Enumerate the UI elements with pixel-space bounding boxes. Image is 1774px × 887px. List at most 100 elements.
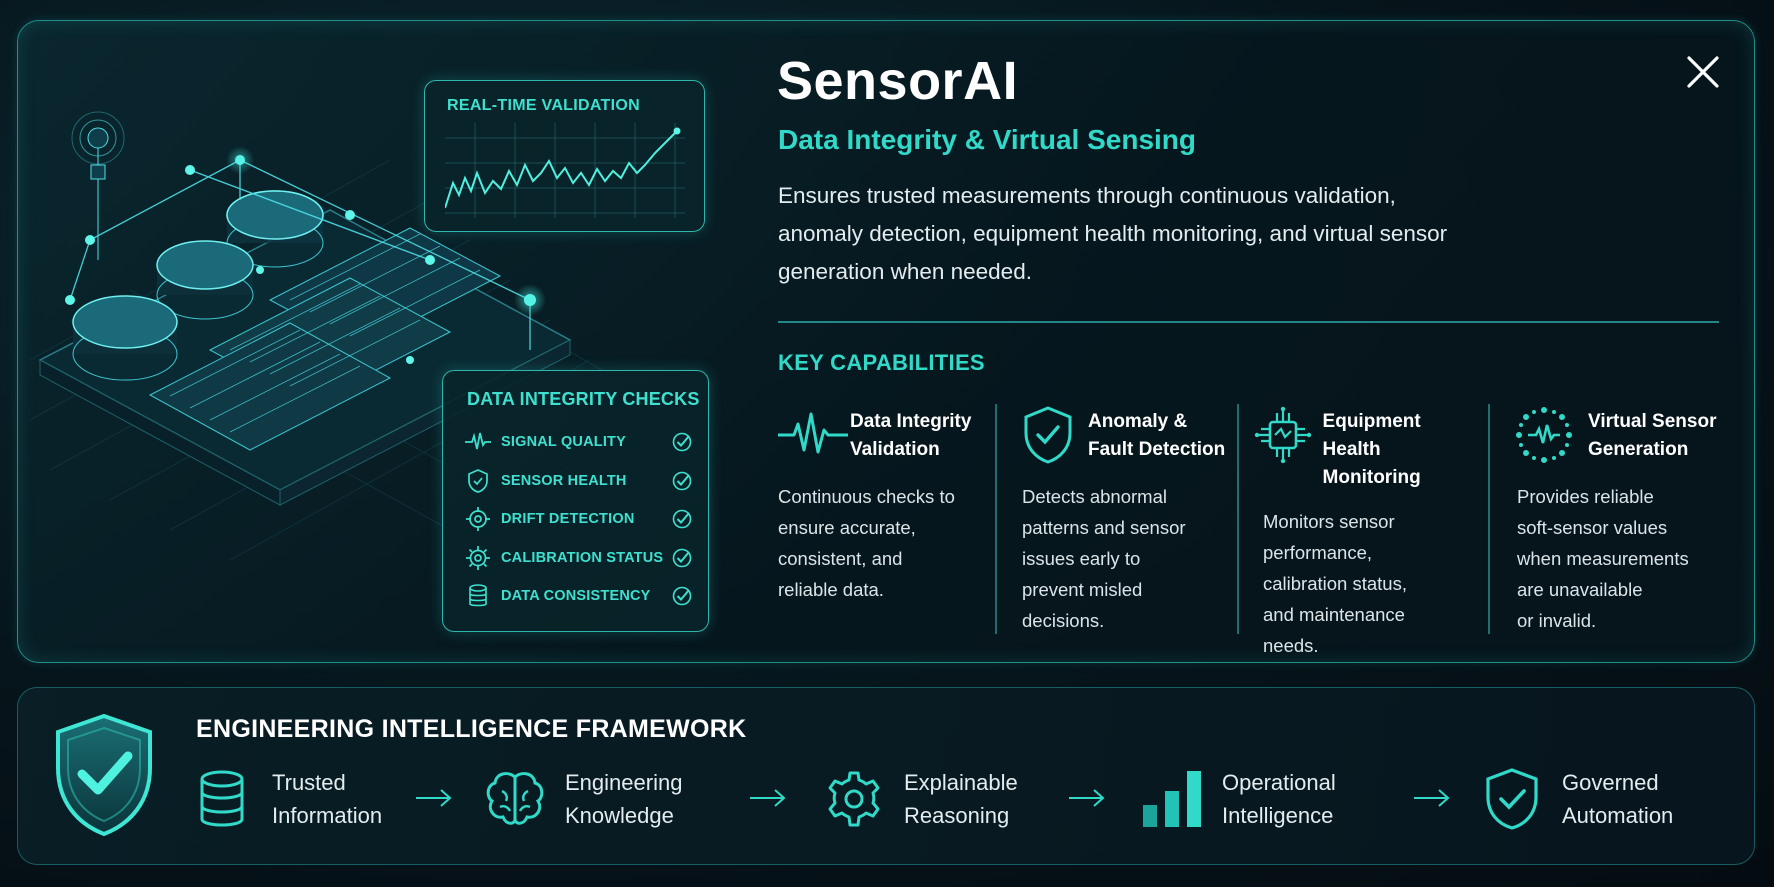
check-drift-detection: DRIFT DETECTION (465, 500, 693, 539)
close-icon[interactable] (1683, 52, 1723, 92)
check-label: SIGNAL QUALITY (501, 434, 626, 451)
framework-title: ENGINEERING INTELLIGENCE FRAMEWORK (196, 715, 747, 743)
capability-name: Generation (1588, 439, 1689, 460)
capability-separator (1237, 404, 1239, 634)
check-circle-icon (672, 471, 692, 491)
virtual-sensor-icon (1514, 403, 1588, 467)
check-circle-icon (672, 509, 692, 529)
step-line: Intelligence (1222, 803, 1334, 828)
capability-description: Continuous checks to ensure accurate, co… (778, 481, 998, 605)
framework-step-engineering-knowledge: Engineering Knowledge (483, 764, 735, 834)
arrow-right-icon (416, 789, 452, 807)
desc-line: decisions. (1022, 610, 1105, 631)
check-signal-quality: SIGNAL QUALITY (465, 423, 693, 462)
brain-icon (483, 767, 547, 831)
desc-line: Monitors sensor (1263, 511, 1395, 532)
data-integrity-panel: DATA INTEGRITY CHECKS SIGNAL QUALITY SEN… (442, 370, 709, 632)
shield-check-icon (1480, 767, 1544, 831)
check-data-consistency: DATA CONSISTENCY (465, 577, 693, 616)
capability-name: Virtual Sensor (1588, 411, 1717, 432)
realtime-validation-panel: REAL-TIME VALIDATION (424, 80, 705, 232)
shield-icon (465, 468, 491, 494)
framework-step-operational-intelligence: Operational Intelligence (1140, 764, 1392, 834)
step-label: Engineering Knowledge (565, 766, 735, 832)
step-line: Governed (1562, 770, 1659, 795)
check-label: DRIFT DETECTION (501, 511, 635, 528)
capability-description: Provides reliable soft-sensor values whe… (1517, 481, 1734, 636)
gear-icon (822, 767, 886, 831)
chip-icon (1253, 403, 1323, 467)
desc-line: patterns and sensor (1022, 517, 1186, 538)
desc-line: consistent, and (778, 548, 903, 569)
check-sensor-health: SENSOR HEALTH (465, 462, 693, 501)
step-line: Reasoning (904, 803, 1010, 828)
desc-line: Continuous checks to (778, 486, 955, 507)
framework-step-explainable-reasoning: Explainable Reasoning (822, 764, 1074, 834)
desc-line: calibration status, (1263, 573, 1407, 594)
step-line: Knowledge (565, 803, 674, 828)
data-integrity-title: DATA INTEGRITY CHECKS (467, 389, 700, 409)
check-label: DATA CONSISTENCY (501, 588, 651, 605)
desc-line: issues early to (1022, 548, 1141, 569)
framework-footer (17, 687, 1755, 865)
header-divider (778, 321, 1719, 323)
capability-separator (1488, 404, 1490, 634)
pulse-icon (465, 429, 491, 455)
desc-line: when measurements (1517, 548, 1689, 569)
step-line: Engineering (565, 770, 683, 795)
check-calibration-status: CALIBRATION STATUS (465, 539, 693, 578)
arrow-right-icon (1069, 789, 1105, 807)
check-label: SENSOR HEALTH (501, 472, 627, 489)
framework-step-trusted-information: Trusted Information (190, 764, 442, 834)
desc-line: prevent misled (1022, 579, 1143, 600)
step-line: Operational (1222, 770, 1336, 795)
check-circle-icon (672, 548, 692, 568)
database-icon (190, 767, 254, 831)
step-line: Trusted (272, 770, 346, 795)
close-button[interactable] (1683, 52, 1723, 92)
step-label: Operational Intelligence (1222, 766, 1392, 832)
realtime-validation-title: REAL-TIME VALIDATION (447, 97, 640, 114)
capability-name: Equipment (1322, 411, 1421, 432)
capability-name: Fault Detection (1088, 439, 1226, 460)
arrow-right-icon (1414, 789, 1450, 807)
desc-line: soft-sensor values (1517, 517, 1668, 538)
desc-line: or invalid. (1517, 610, 1597, 631)
desc-line: and maintenance (1263, 604, 1405, 625)
desc-line: are unavailable (1517, 579, 1643, 600)
capability-data-integrity: Data Integrity Validation Continuous che… (778, 403, 998, 633)
check-circle-icon (672, 432, 692, 452)
bar-chart-icon (1140, 767, 1204, 831)
check-circle-icon (672, 586, 692, 606)
capability-equipment-health: Equipment Health Monitoring Monitors sen… (1253, 403, 1483, 656)
desc-line: Detects abnormal (1022, 486, 1167, 507)
page-description: Ensures trusted measurements through con… (778, 183, 1448, 284)
step-label: Trusted Information (272, 766, 442, 832)
step-line: Information (272, 803, 383, 828)
desc-line: needs. (1263, 635, 1319, 656)
capability-name: Validation (850, 439, 940, 460)
step-line: Explainable (904, 770, 1018, 795)
shield-check-icon (1022, 403, 1088, 467)
desc-line: ensure accurate, (778, 517, 916, 538)
page-title: SensorAI (777, 51, 1019, 111)
capability-anomaly-fault: Anomaly & Fault Detection Detects abnorm… (1022, 403, 1242, 633)
target-icon (465, 506, 491, 532)
capability-name: Data Integrity (850, 411, 972, 432)
page-subtitle: Data Integrity & Virtual Sensing (778, 124, 1197, 155)
step-label: Explainable Reasoning (904, 766, 1074, 832)
check-label: CALIBRATION STATUS (501, 549, 664, 566)
key-capabilities-title: KEY CAPABILITIES (778, 350, 985, 375)
step-label: Governed Automation (1562, 766, 1732, 832)
arrow-right-icon (750, 789, 786, 807)
desc-line: performance, (1263, 542, 1372, 563)
integrity-checklist: SIGNAL QUALITY SENSOR HEALTH DRIFT DETEC… (465, 423, 693, 616)
capability-description: Monitors sensor performance, calibration… (1263, 506, 1483, 661)
database-icon (465, 583, 491, 609)
capability-name: Health Monitoring (1322, 439, 1421, 488)
realtime-sparkline (445, 123, 685, 218)
step-line: Automation (1562, 803, 1674, 828)
shield-check-icon (56, 713, 152, 837)
capability-name: Anomaly & (1088, 411, 1188, 432)
gear-icon (465, 545, 491, 571)
